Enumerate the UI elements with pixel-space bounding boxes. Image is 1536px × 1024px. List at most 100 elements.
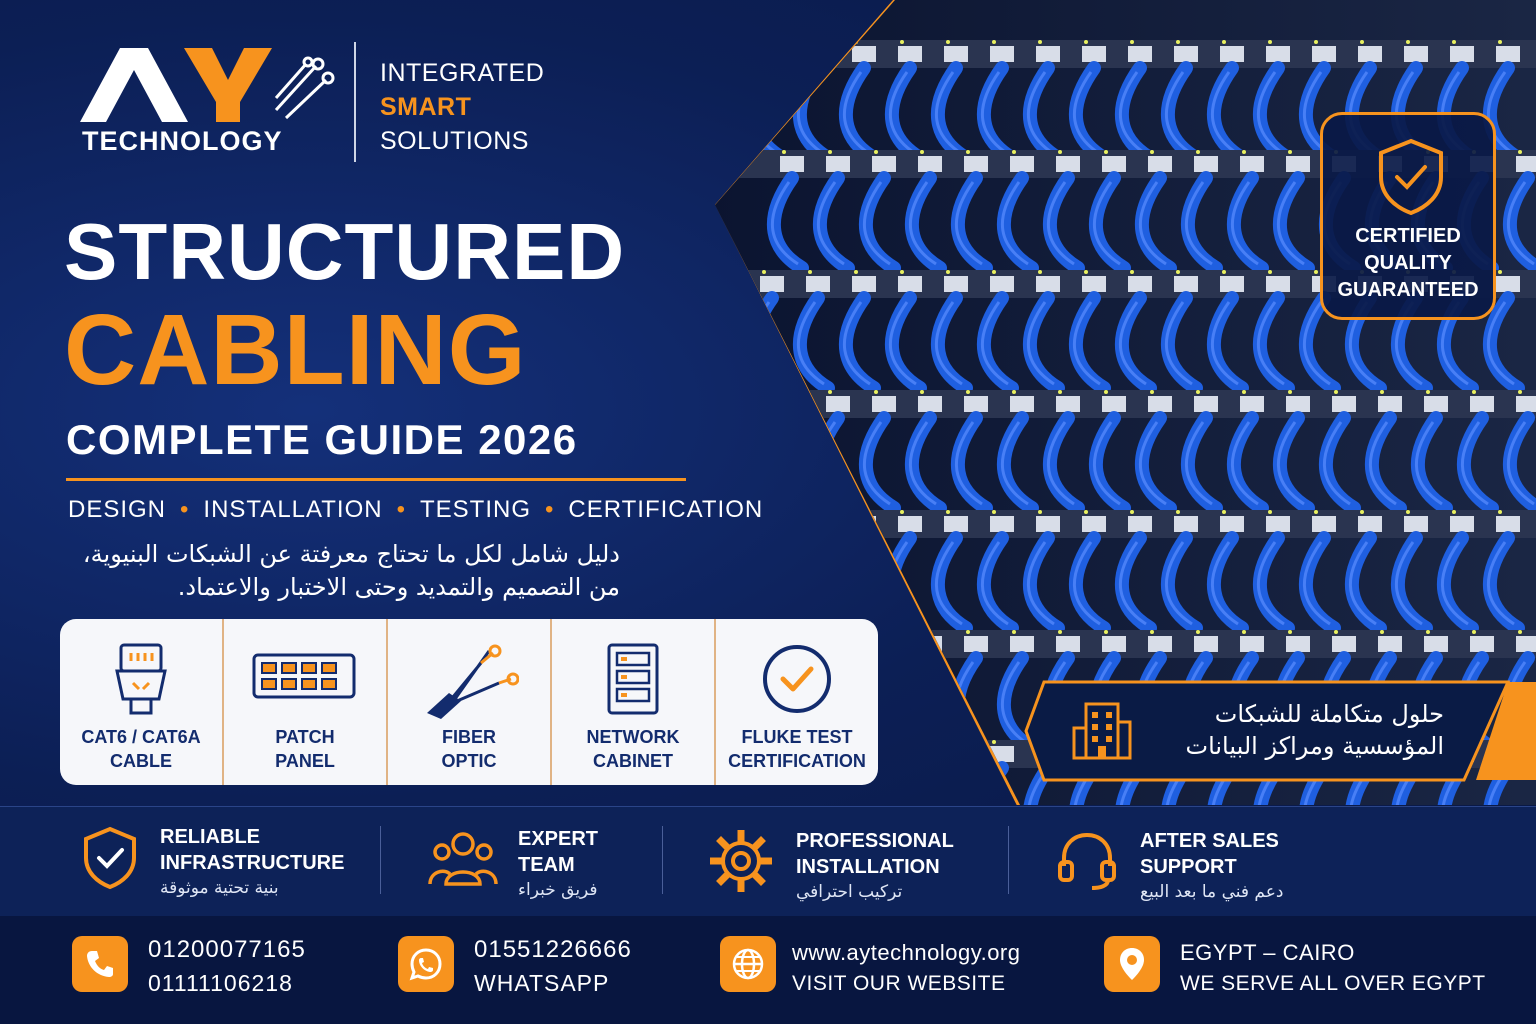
rack-port [918, 396, 942, 412]
feature-label: FIBER OPTIC [388, 725, 550, 773]
patch-cable-highlight [1210, 771, 1239, 805]
feature-label: FLUKE TEST CERTIFICATION [716, 725, 878, 773]
rack-port [964, 636, 988, 652]
patch-cable-highlight [1322, 421, 1351, 506]
headset-icon [1058, 832, 1116, 890]
benefit-title-line: SUPPORT [1140, 856, 1237, 878]
patch-cable-highlight [1000, 661, 1029, 746]
feature-label: CAT6 / CAT6A CABLE [60, 725, 222, 773]
rack-port [760, 46, 784, 62]
patch-cable-highlight [1164, 771, 1193, 805]
rack-led [920, 150, 924, 154]
rack-led [762, 40, 766, 44]
rack-port [1036, 46, 1060, 62]
patch-cable-highlight [954, 181, 983, 266]
patch-cable-highlight [770, 421, 799, 506]
website-label: VISIT OUR WEBSITE [792, 972, 1006, 995]
rack-port [944, 46, 968, 62]
patch-cable-highlight [862, 181, 891, 266]
rack-led [1150, 150, 1154, 154]
patch-cable-highlight [1118, 301, 1147, 386]
rack-port [1424, 396, 1448, 412]
rack-port [826, 156, 850, 172]
rack-port [1056, 156, 1080, 172]
benefit-arabic: فريق خبراء [518, 880, 598, 900]
rack-port [1082, 276, 1106, 292]
patch-cable-highlight [1072, 71, 1101, 156]
rack-port [944, 276, 968, 292]
rack-port [990, 276, 1014, 292]
location-icon-box [1104, 936, 1160, 992]
arabic-intro: دليل شامل لكل ما تحتاج معرفتة عن الشبكات… [60, 538, 620, 604]
rack-led [900, 270, 904, 274]
rack-led [966, 630, 970, 634]
rack-port [1378, 636, 1402, 652]
rack-led [854, 270, 858, 274]
headline-subtitle: COMPLETE GUIDE 2026 [66, 416, 578, 463]
rack-port [1240, 636, 1264, 652]
rack-led [1406, 510, 1410, 514]
globe-icon [732, 948, 764, 980]
patch-cable-highlight [1506, 421, 1535, 506]
benefit-title-line: PROFESSIONAL [796, 830, 954, 852]
rack-port [1174, 516, 1198, 532]
rack-port [990, 516, 1014, 532]
patch-cable-highlight [1276, 181, 1305, 266]
rack-port [898, 746, 922, 762]
service-testing: TESTING [419, 496, 531, 523]
rack-led [1360, 40, 1364, 44]
whatsapp-number[interactable]: 01551226666 [474, 936, 632, 963]
rack-led [1084, 40, 1088, 44]
patch-cable-highlight [1092, 421, 1121, 506]
rack-port [1148, 396, 1172, 412]
rack-port [780, 156, 804, 172]
rack-port [1470, 396, 1494, 412]
benefit-title-line: INSTALLATION [796, 856, 940, 878]
patch-cable-highlight [1000, 181, 1029, 266]
rack-led [1176, 270, 1180, 274]
service-separator: • [396, 496, 406, 523]
patch-cable-highlight [796, 301, 825, 386]
benefit-title-line: INFRASTRUCTURE [160, 852, 345, 874]
rack-led [1288, 150, 1292, 154]
rack-led [1130, 270, 1134, 274]
rack-led [808, 510, 812, 514]
website-url[interactable]: www.aytechnology.org [792, 940, 1021, 965]
patch-cable-highlight [1394, 541, 1423, 626]
rack-led [1222, 270, 1226, 274]
rack-led [1196, 390, 1200, 394]
rack-led [1038, 510, 1042, 514]
rack-led [1222, 40, 1226, 44]
rack-led [992, 510, 996, 514]
patch-cable-highlight [1092, 181, 1121, 266]
rack-led [1426, 390, 1430, 394]
rack-led [1084, 270, 1088, 274]
patch-cable-highlight [1164, 301, 1193, 386]
patch-cable-highlight [1138, 181, 1167, 266]
rack-port [1266, 276, 1290, 292]
rack-port [1286, 636, 1310, 652]
arabic-intro-line: من التصميم والتمديد وحتى الاختبار والاعت… [177, 573, 620, 601]
rack-port [1102, 636, 1126, 652]
rack-port [1378, 396, 1402, 412]
whatsapp-icon-box [398, 936, 454, 992]
phone-number-2[interactable]: 01111106218 [148, 970, 293, 996]
patch-cable-highlight [842, 541, 871, 626]
rack-port [898, 276, 922, 292]
service-separator: • [545, 496, 555, 523]
benefit-title: RELIABLE INFRASTRUCTURE [160, 824, 344, 876]
rack-led [874, 390, 878, 394]
arabic-intro-line: دليل شامل لكل ما تحتاج معرفتة عن الشبكات… [82, 540, 620, 568]
patch-cable-highlight [1302, 301, 1331, 386]
badge-text: CERTIFIED QUALITY GUARANTEED [1323, 223, 1493, 304]
rack-port [1496, 276, 1520, 292]
phone-number-1[interactable]: 01200077165 [148, 936, 306, 963]
patch-cable-highlight [1414, 421, 1443, 506]
rack-port [806, 46, 830, 62]
rack-port [1220, 46, 1244, 62]
rack-port [1036, 516, 1060, 532]
rack-port [1424, 636, 1448, 652]
patch-cable-highlight [1302, 541, 1331, 626]
rack-port [780, 396, 804, 412]
